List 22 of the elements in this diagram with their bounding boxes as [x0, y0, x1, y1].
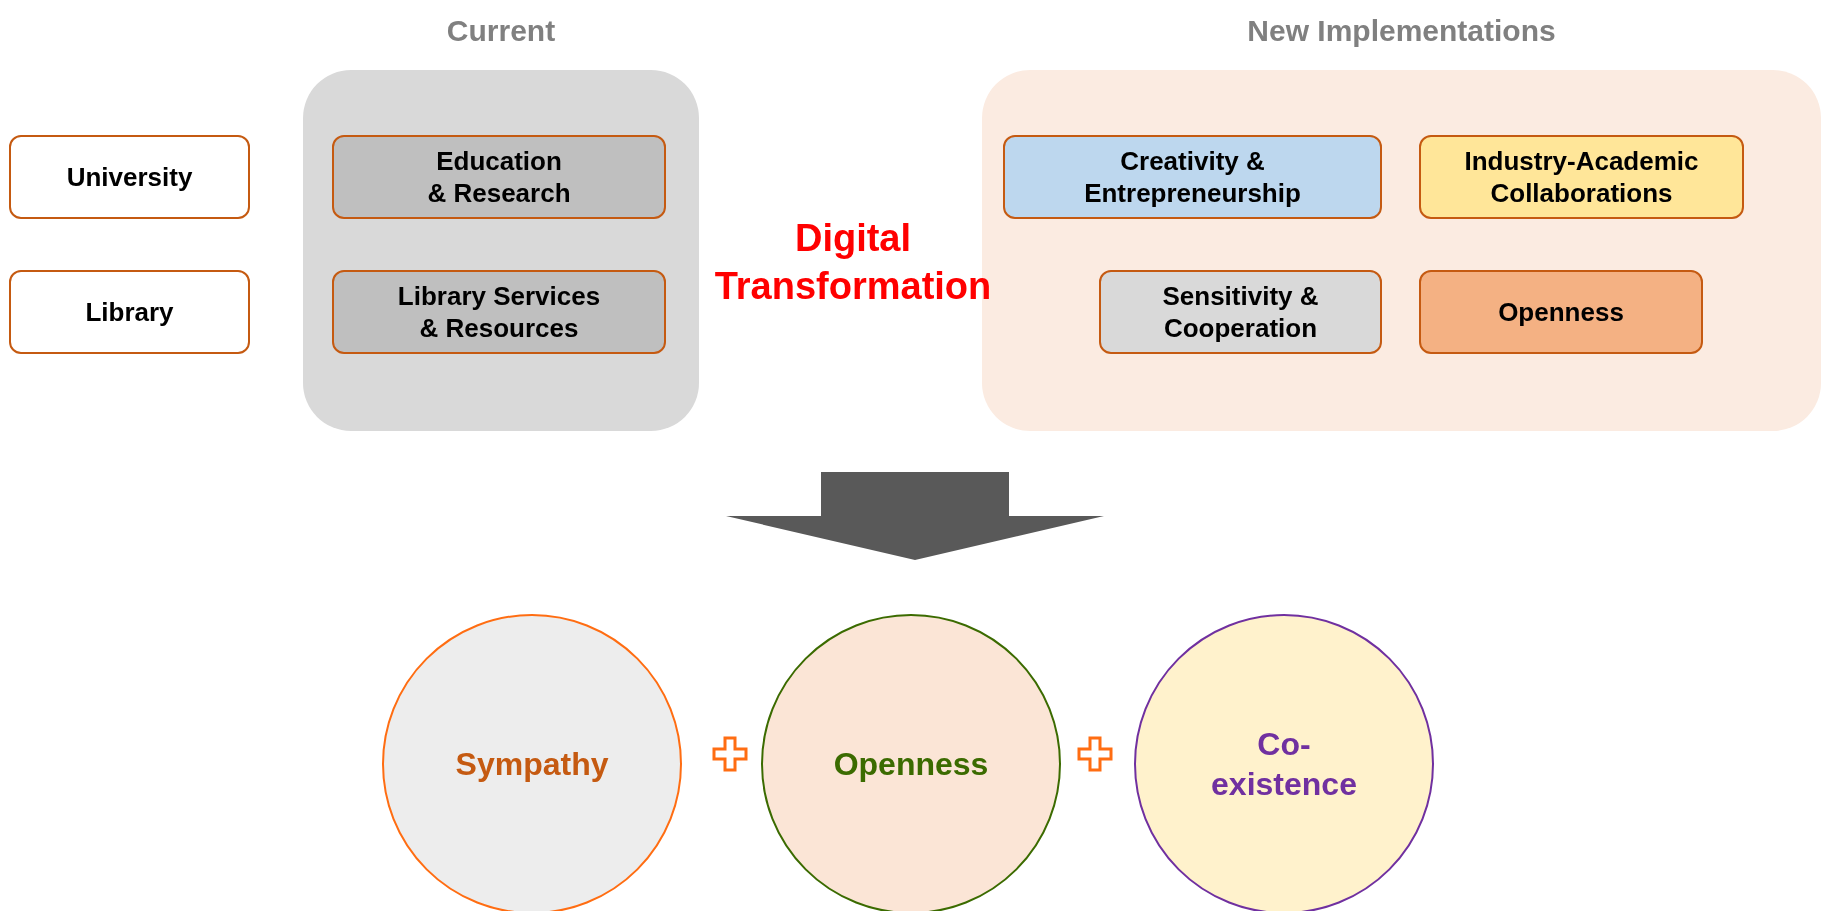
box-label: Sensitivity & Cooperation: [1161, 279, 1320, 345]
panel-heading: Current: [445, 13, 557, 49]
circle-label: Co-existence: [1210, 725, 1358, 804]
box-label: Openness: [1498, 295, 1624, 329]
box-label: Industry-Academic Collaborations: [1463, 144, 1700, 210]
box-label: University: [66, 160, 193, 194]
process-box: [1099, 270, 1382, 354]
process-box: [1419, 135, 1744, 219]
center-label: Digital Transformation: [713, 216, 993, 309]
box-label: Creativity & Entrepreneurship: [1083, 144, 1302, 210]
process-box: [332, 270, 666, 354]
circle-label: Openness: [832, 745, 990, 784]
circle-label: Sympathy: [454, 745, 610, 784]
label-box: [9, 270, 250, 354]
process-box: [1003, 135, 1382, 219]
panel-heading: New Implementations: [1246, 13, 1557, 49]
box-label: Library Services & Resources: [396, 279, 602, 345]
label-box: [9, 135, 250, 219]
box-label: Education & Research: [426, 144, 572, 210]
box-label: Library: [85, 295, 174, 329]
process-box: [1419, 270, 1703, 354]
process-box: [332, 135, 666, 219]
